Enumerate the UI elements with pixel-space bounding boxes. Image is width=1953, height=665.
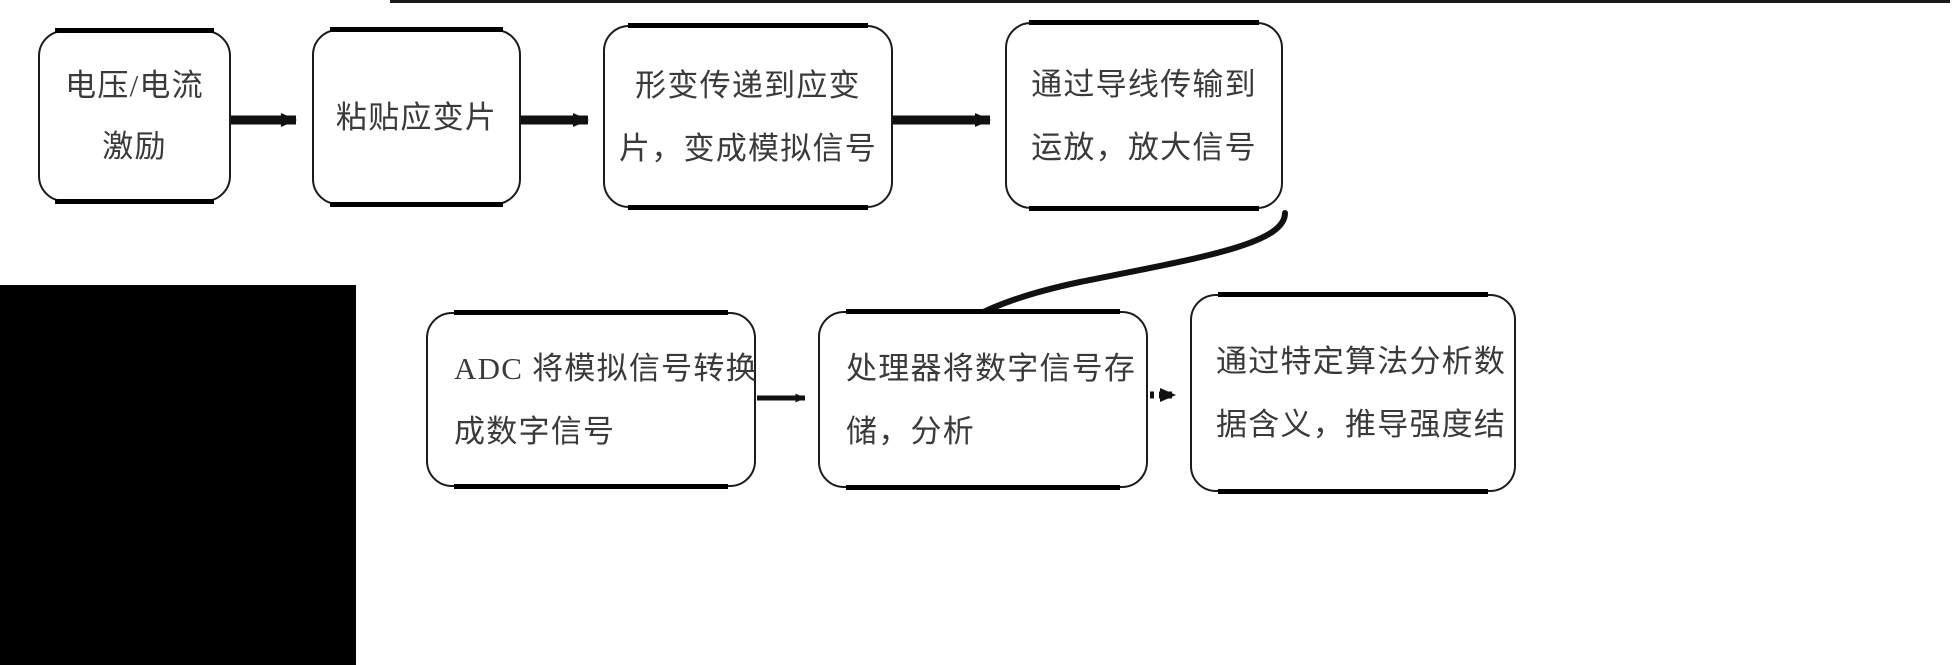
node-paste-line-1: 粘贴应变片 [335,99,498,135]
node-excitation[interactable]: 电压/电流 激励 [38,28,231,204]
node-adc-conversion[interactable]: ADC 将模拟信号转换 成数字信号 [426,310,758,489]
node-excitation-line-2: 激励 [102,129,167,164]
black-occlusion-block [0,285,356,665]
node-algorithm-analysis[interactable]: 通过特定算法分析数 据含义，推导强度结 [1190,292,1516,494]
node-excitation-line-1: 电压/电流 [65,68,204,103]
node-algorithm-line-2: 据含义，推导强度结 [1216,407,1507,442]
node-amplify-line-2: 运放，放大信号 [1031,129,1257,165]
node-amplify-line-1: 通过导线传输到 [1031,66,1257,102]
node-strain-line-2: 片，变成模拟信号 [619,130,877,166]
top-rule-divider [390,0,1950,3]
node-paste-strain-gauge[interactable]: 粘贴应变片 [312,27,521,207]
node-adc-line-1: ADC 将模拟信号转换 [454,350,758,386]
node-algorithm-line-1: 通过特定算法分析数 [1216,344,1507,379]
node-adc-line-2: 成数字信号 [454,413,616,449]
node-strain-line-1: 形变传递到应变 [635,67,861,103]
node-wire-to-opamp-amplify[interactable]: 通过导线传输到 运放，放大信号 [1005,20,1283,211]
node-processor-line-2: 储，分析 [846,413,975,449]
node-processor-store-analyze[interactable]: 处理器将数字信号存 储，分析 [818,309,1148,490]
node-deformation-to-analog[interactable]: 形变传递到应变 片，变成模拟信号 [603,23,893,210]
node-processor-line-1: 处理器将数字信号存 [846,350,1137,386]
